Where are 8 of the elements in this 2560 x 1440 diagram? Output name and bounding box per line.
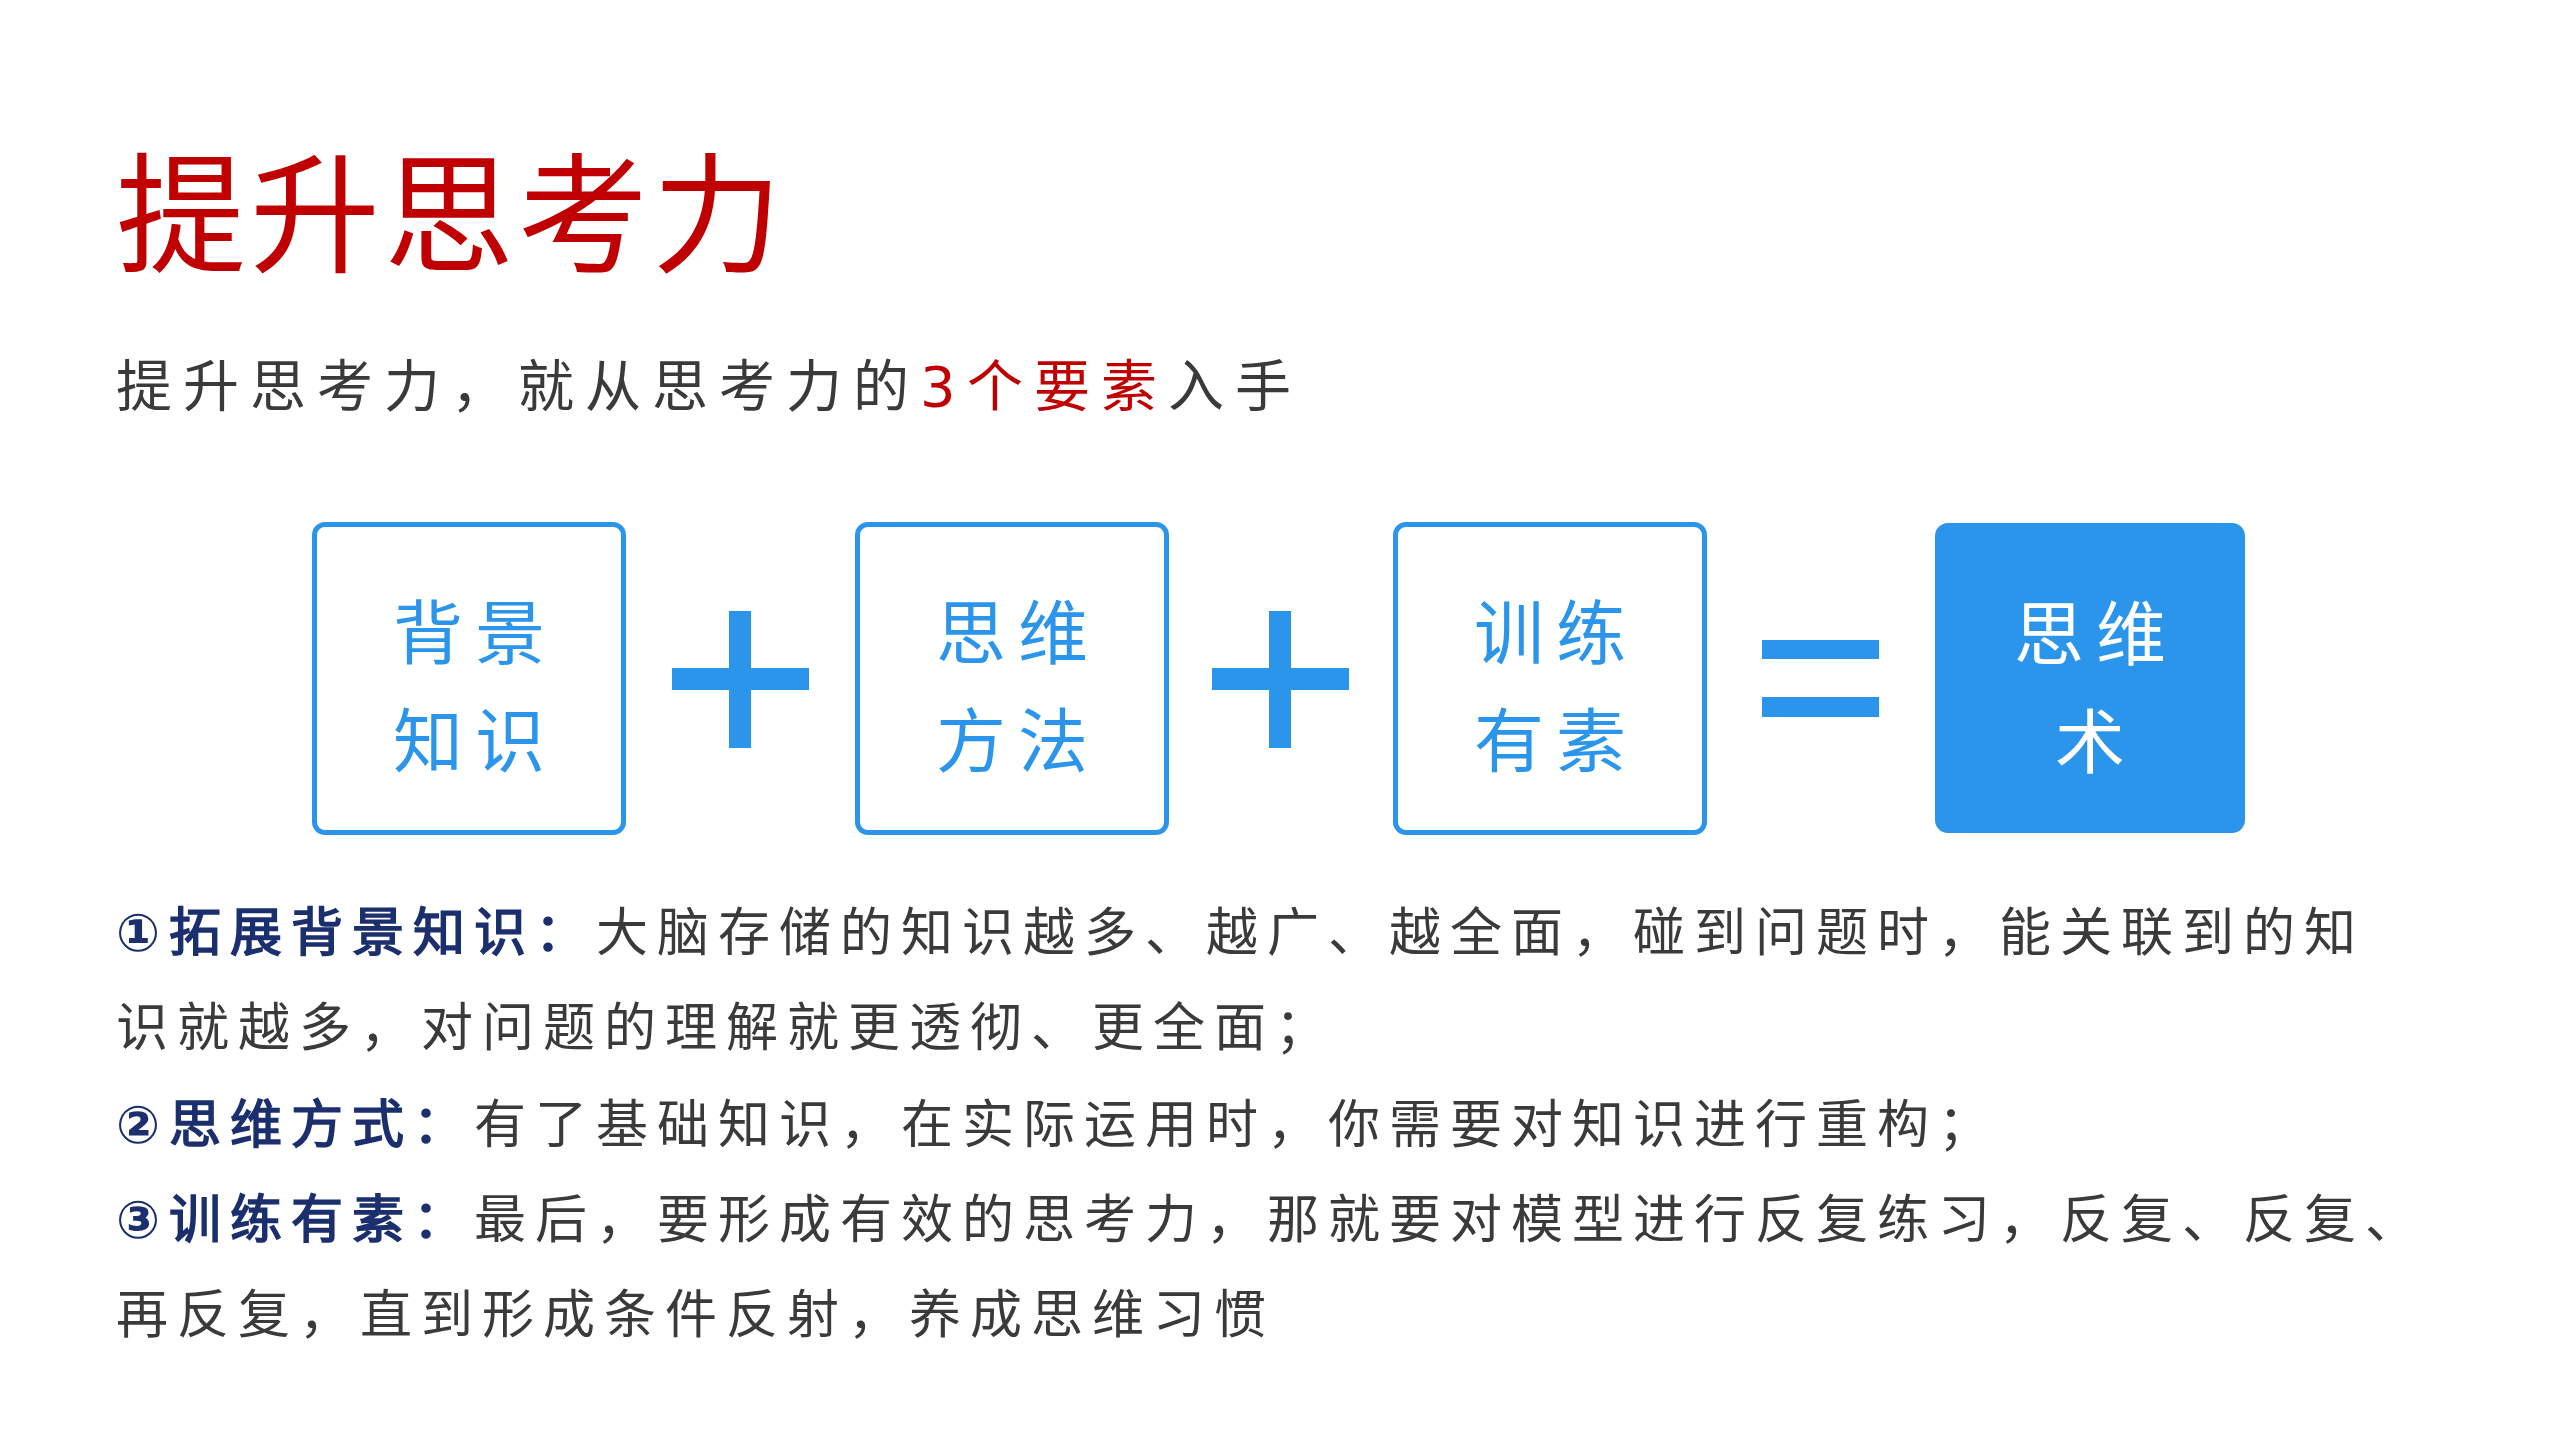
result-box: 思维术 [1935,523,2245,833]
paragraph: ①拓展背景知识：大脑存储的知识越多、越广、越全面，碰到问题时，能关联到的知识就越多，对问题的理解就更透彻、更全面； [116,902,2367,1060]
paragraph: ②思维方式：有了基础知识，在实际运用时，你需要对知识进行重构； [116,1094,2001,1157]
title: 提升思考力 [116,149,786,285]
concept-box: 思维方法 [855,522,1169,835]
concept-box: 背景知识 [312,522,626,835]
paragraph: ③训练有素：最后，要形成有效的思考力，那就要对模型进行反复练习，反复、反复、再反复，直到形成条件反射，养成思维习惯 [116,1189,2428,1347]
concept-box: 训练有素 [1393,522,1707,835]
